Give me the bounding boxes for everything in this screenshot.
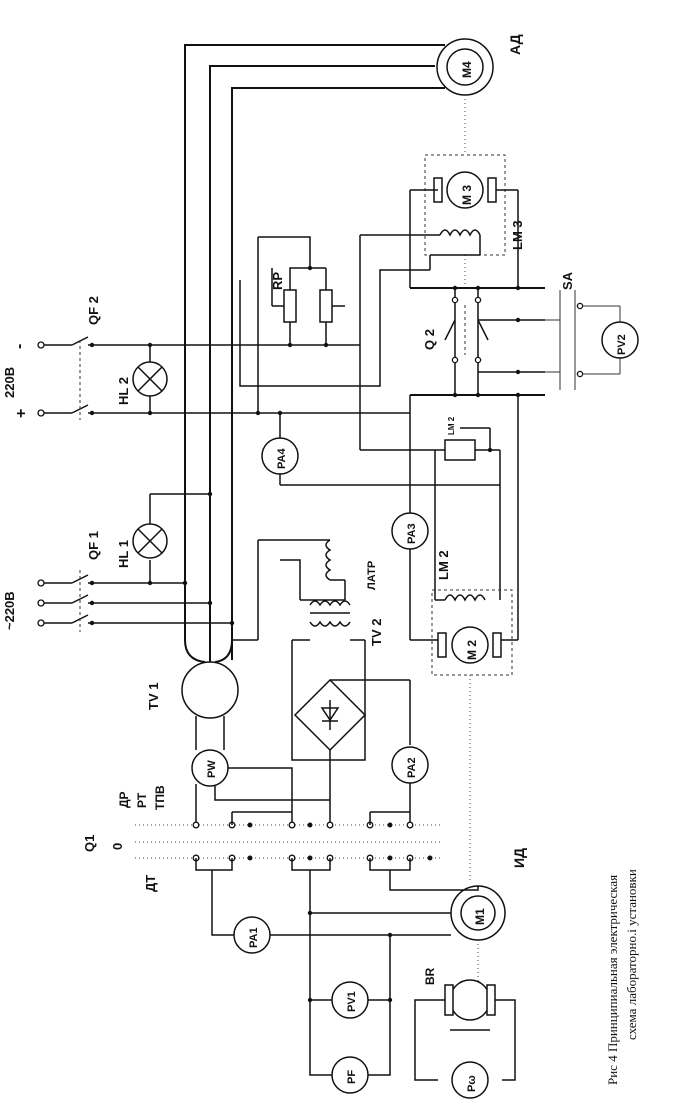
label-hl1: HL 1 [116,540,131,568]
label-ad: АД [507,34,523,55]
label-sa: SA [560,271,575,290]
pa2-ammeter [391,746,429,825]
label-tpv: ТПВ [153,785,167,810]
label-pa4: PA4 [276,448,288,469]
labels: АД M4 M 3 LM 3 SA Q 2 PV2 RP QF 2 HL 2 -… [2,34,628,1092]
m3-group [359,154,519,345]
label-dr: ДР [117,791,131,808]
label-pf: PF [346,1070,358,1084]
label-220v-dc: 220В [2,367,17,398]
hl2-lamp [132,342,168,416]
label-m3: M 3 [460,185,474,205]
label-q1: Q1 [82,835,97,852]
label-plus: + [13,409,30,418]
m2-group [410,395,519,880]
label-hl2: HL 2 [116,377,131,405]
pv2-voltmeter [545,290,639,390]
label-rp: RP [270,272,285,290]
label-lm2-small: LM 2 [447,416,456,435]
label-qf1: QF 1 [86,531,101,560]
label-pomega: Pω [466,1075,478,1092]
label-id: ИД [511,848,527,868]
label-pa1: PA1 [248,927,260,948]
caption-line2: схема лабораторно.і установки [624,869,639,1040]
label-rt: РТ [135,792,149,808]
label-pa3: PA3 [406,523,418,544]
rectifier-bridge [293,678,411,825]
tv2-transformer [291,600,366,761]
pw-wattmeter [191,749,330,825]
pf-frequency-meter [309,1000,391,1094]
m4-motor [436,38,494,155]
q2-switch [410,285,545,398]
label-br: BR [423,967,437,985]
label-tv2: TV 2 [369,619,384,646]
br-tachogenerator [414,979,516,1081]
label-pa2: PA2 [406,757,418,778]
lm2-rheostat [359,345,501,600]
main-wires [182,44,445,660]
label-m2: M 2 [465,640,479,660]
label-dt: ДТ [143,875,158,892]
pomega-meter [451,1061,489,1099]
latr-autotransformer [232,539,346,641]
caption-line1: Рис 4 Принципиальная электрическая [605,875,620,1085]
figure-caption: Рис 4 Принципиальная электрическая схема… [605,869,639,1085]
pa3-ammeter [391,395,429,640]
label-pw: PW [206,760,218,778]
label-tv1: TV 1 [146,683,161,710]
pa4-ammeter [261,410,500,486]
rp-rheostat [239,236,430,416]
ac-supply [37,579,72,627]
label-m4: M4 [460,61,474,78]
label-pv1: PV1 [346,991,358,1012]
label-lm2: LM 2 [436,550,451,580]
label-pv2: PV2 [616,334,628,355]
label-220v-ac: ~220В [2,591,17,630]
hl1-lamp [132,491,213,586]
label-minus: - [11,344,28,349]
q1-switch [135,811,440,871]
tv1-transformer [181,639,239,750]
label-lm3: LM 3 [510,220,525,250]
pa1-ammeter [233,910,393,954]
label-q2: Q 2 [422,329,437,350]
label-latr: ЛАТР [366,561,378,590]
qf1-breaker [71,570,232,632]
label-zero: 0 [110,843,125,850]
dc-supply [37,336,410,420]
label-qf2: QF 2 [86,296,101,325]
label-m1: M1 [473,908,487,925]
